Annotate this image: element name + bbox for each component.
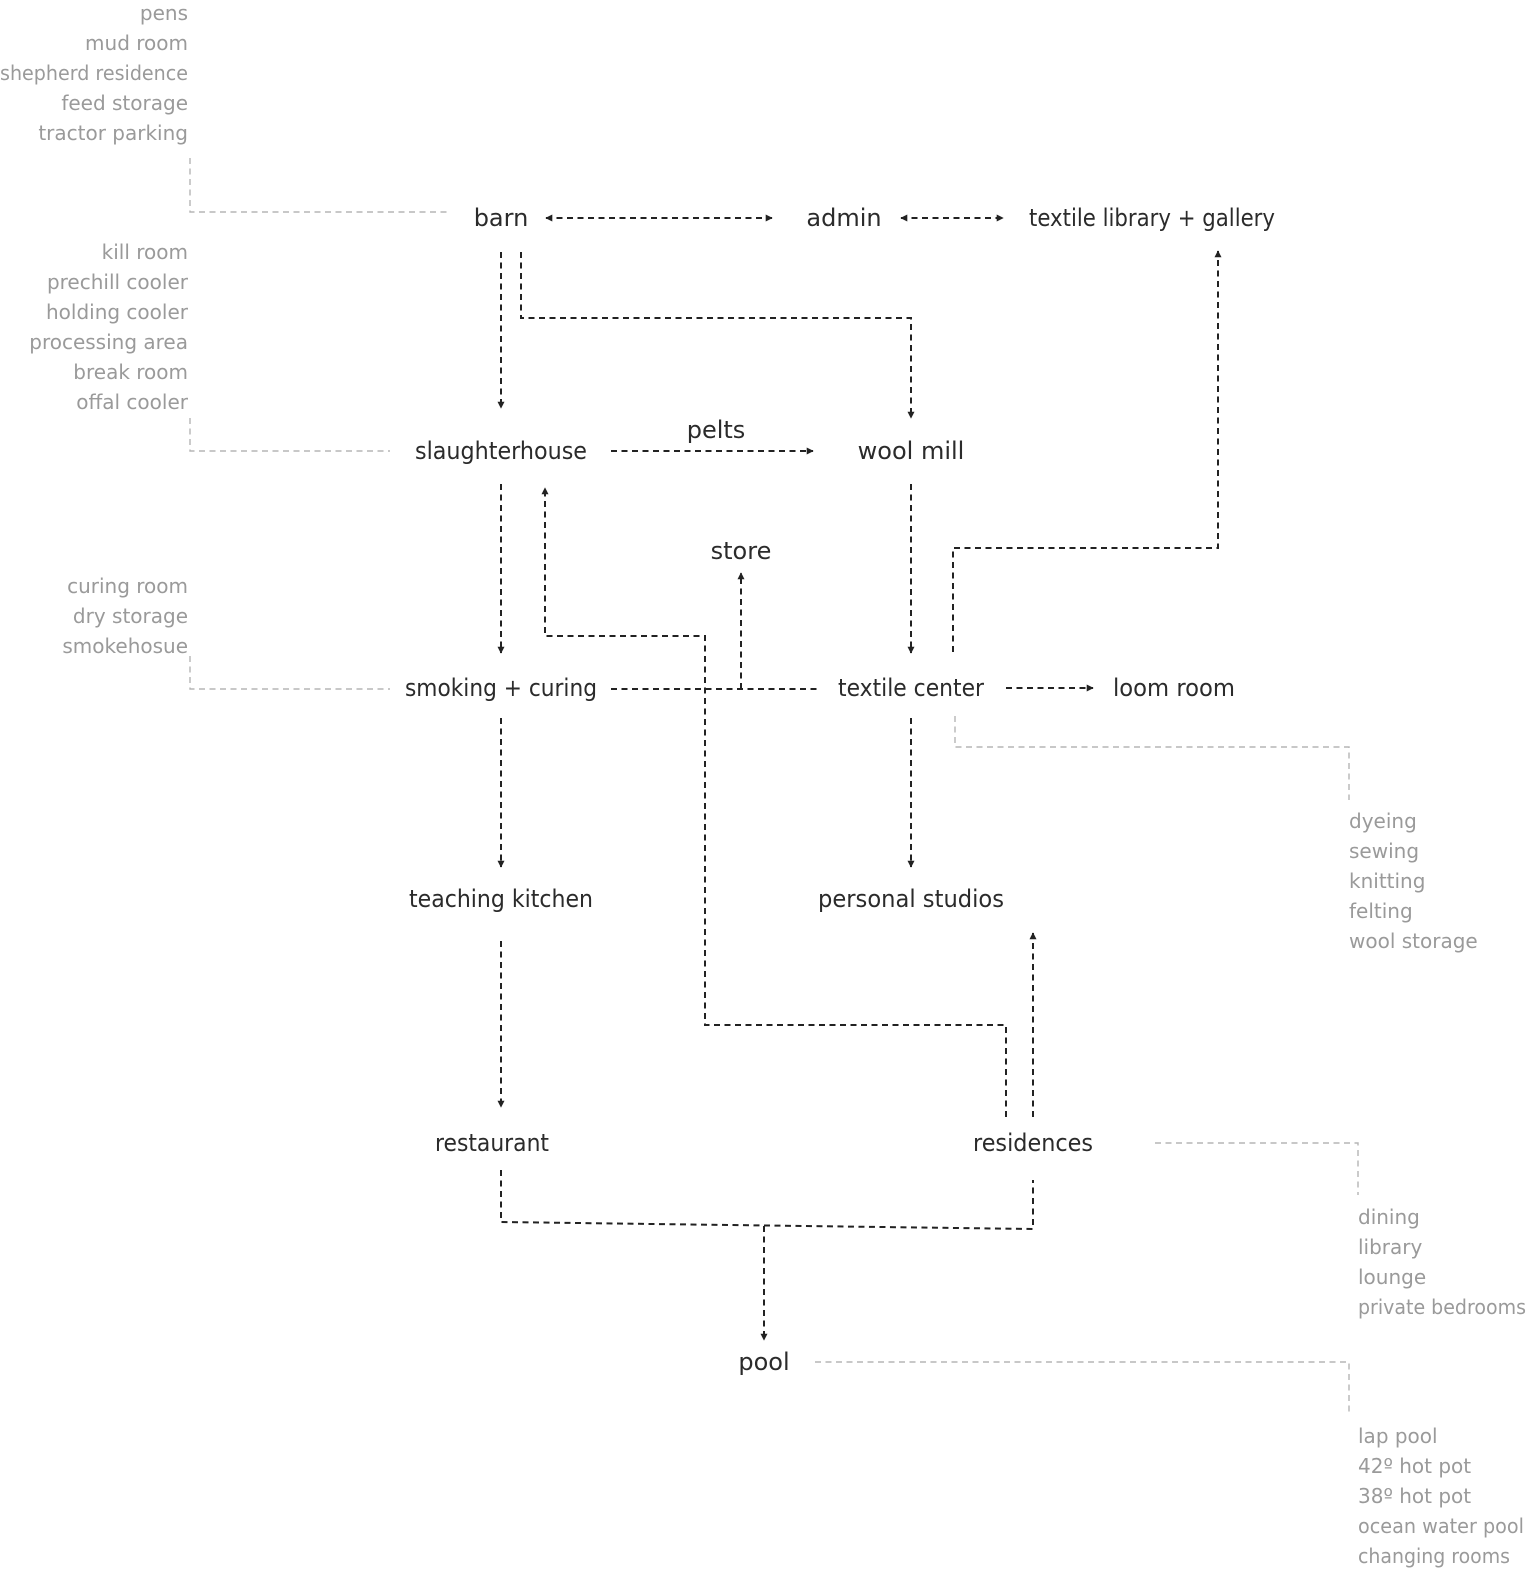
- node-restaurant: restaurant: [435, 1129, 549, 1157]
- node-residences: residences: [973, 1129, 1093, 1157]
- program-item: wool storage: [1349, 929, 1478, 953]
- program-item: ocean water pool: [1358, 1514, 1524, 1538]
- node-pool: pool: [738, 1348, 789, 1376]
- program-item: library: [1358, 1235, 1423, 1259]
- program-item: tractor parking: [38, 121, 188, 145]
- node-textile-library: textile library + gallery: [1029, 204, 1275, 232]
- node-teaching-kitchen: teaching kitchen: [409, 885, 593, 913]
- program-item: processing area: [29, 330, 188, 354]
- node-personal-studios: personal studios: [818, 885, 1004, 913]
- connector-restaurant-residences: [500, 1170, 1034, 1231]
- program-item: lounge: [1358, 1265, 1426, 1289]
- node-barn: barn: [474, 204, 529, 232]
- program-item: felting: [1349, 899, 1413, 923]
- residences-program-list: dining library lounge private bedrooms: [1358, 1205, 1526, 1319]
- pool-program-list: lap pool 42º hot pot 38º hot pot ocean w…: [1358, 1424, 1524, 1568]
- barn-program-list: pens mud room shepherd residence feed st…: [0, 1, 188, 145]
- leader-smoking-curing: [189, 656, 390, 690]
- flow-connectors: [497, 214, 1222, 1341]
- program-item: mud room: [85, 31, 188, 55]
- leader-barn: [189, 158, 450, 213]
- node-admin: admin: [806, 204, 881, 232]
- program-item: break room: [73, 360, 188, 384]
- program-item: feed storage: [61, 91, 188, 115]
- node-slaughterhouse: slaughterhouse: [415, 437, 587, 465]
- program-item: shepherd residence: [0, 61, 188, 85]
- program-item: prechill cooler: [47, 270, 189, 294]
- program-item: pens: [140, 1, 188, 25]
- leader-slaughterhouse: [189, 418, 390, 452]
- program-item: curing room: [67, 574, 188, 598]
- leader-residences: [1155, 1142, 1359, 1195]
- program-item: sewing: [1349, 839, 1419, 863]
- program-item: knitting: [1349, 869, 1425, 893]
- program-item: 42º hot pot: [1358, 1454, 1471, 1478]
- program-item: changing rooms: [1358, 1544, 1510, 1568]
- program-item: kill room: [102, 240, 188, 264]
- connector-residences-slaughterhouse: [541, 487, 1007, 1117]
- node-wool-mill: wool mill: [858, 437, 965, 465]
- program-item: dry storage: [73, 604, 188, 628]
- textile-center-program-list: dyeing sewing knitting felting wool stor…: [1349, 809, 1478, 953]
- program-item: smokehosue: [62, 634, 188, 658]
- label-pelts: pelts: [687, 416, 746, 444]
- program-item: dining: [1358, 1205, 1420, 1229]
- leader-textile-center: [954, 716, 1350, 800]
- connector-barn-woolmill: [520, 252, 915, 419]
- connector-textile-library: [952, 250, 1222, 652]
- program-item: lap pool: [1358, 1424, 1438, 1448]
- node-smoking-curing: smoking + curing: [405, 674, 597, 702]
- node-store: store: [711, 537, 772, 565]
- program-item: dyeing: [1349, 809, 1417, 833]
- program-leaders: [189, 158, 1359, 1415]
- node-loom-room: loom room: [1113, 674, 1235, 702]
- program-item: holding cooler: [46, 300, 189, 324]
- slaughterhouse-program-list: kill room prechill cooler holding cooler…: [29, 240, 189, 414]
- leader-pool: [815, 1361, 1350, 1415]
- program-nodes: barn admin textile library + gallery sla…: [405, 204, 1275, 1376]
- smoking-curing-program-list: curing room dry storage smokehosue: [62, 574, 188, 658]
- program-item: 38º hot pot: [1358, 1484, 1471, 1508]
- program-item: offal cooler: [76, 390, 189, 414]
- node-textile-center: textile center: [838, 674, 984, 702]
- program-item: private bedrooms: [1358, 1295, 1526, 1319]
